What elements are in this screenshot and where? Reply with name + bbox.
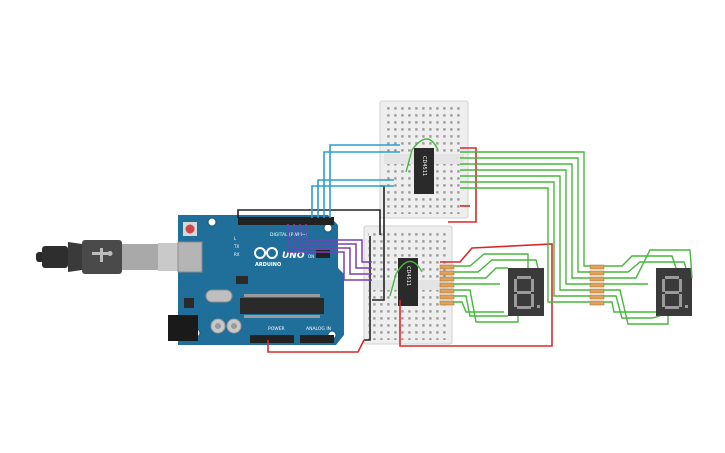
board-on-label: ON xyxy=(308,254,314,259)
green-wires xyxy=(389,138,693,325)
arduino-board: DIGITAL (PWM~) TX RX L ON ARDUINO UNO PO… xyxy=(168,215,344,345)
power-header xyxy=(250,335,294,343)
board-model: UNO xyxy=(282,251,305,261)
seven-segment-display-left xyxy=(508,268,544,316)
board-tx-label: TX xyxy=(233,244,239,249)
digital-header xyxy=(238,217,334,225)
board-digital-label: DIGITAL (PWM~) xyxy=(270,232,308,238)
board-analog-label: ANALOG IN xyxy=(306,326,331,332)
decoder-chip-top: CD4511 xyxy=(414,148,434,194)
board-power-label: POWER xyxy=(268,326,285,332)
board-name: ARDUINO xyxy=(255,262,281,268)
breadboard-top xyxy=(379,100,469,219)
reset-button[interactable] xyxy=(185,224,195,234)
microcontroller-chip xyxy=(240,298,324,314)
power-jack xyxy=(168,315,198,341)
infinity-logo-icon xyxy=(254,247,278,259)
blue-wires xyxy=(311,144,400,218)
chip-bottom-label: CD4511 xyxy=(405,266,411,286)
chip-top-label: CD4511 xyxy=(421,156,427,176)
analog-header xyxy=(300,335,334,343)
resistor-array-left xyxy=(439,264,455,306)
decoder-chip-bottom: CD4511 xyxy=(398,258,418,306)
red-wires xyxy=(267,147,553,353)
seven-segment-display-right xyxy=(656,268,692,316)
board-rx-label: RX xyxy=(234,252,240,257)
board-l-label: L xyxy=(234,236,237,241)
purple-wires xyxy=(287,224,372,281)
resistor-array-right xyxy=(589,264,605,306)
usb-cable-icon xyxy=(36,240,180,274)
